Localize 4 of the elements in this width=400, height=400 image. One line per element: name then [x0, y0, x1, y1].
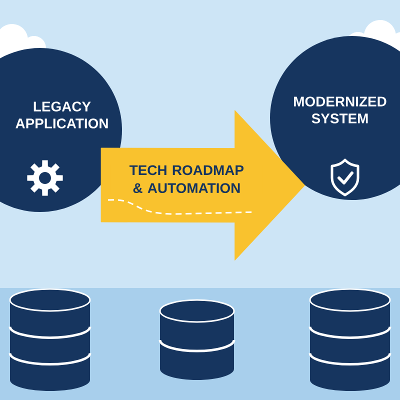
database-cylinder: [308, 288, 392, 391]
database-cylinder: [158, 299, 236, 380]
edge-label: TECH ROADMAP & AUTOMATION: [129, 165, 244, 194]
database-cylinder: [8, 288, 92, 391]
